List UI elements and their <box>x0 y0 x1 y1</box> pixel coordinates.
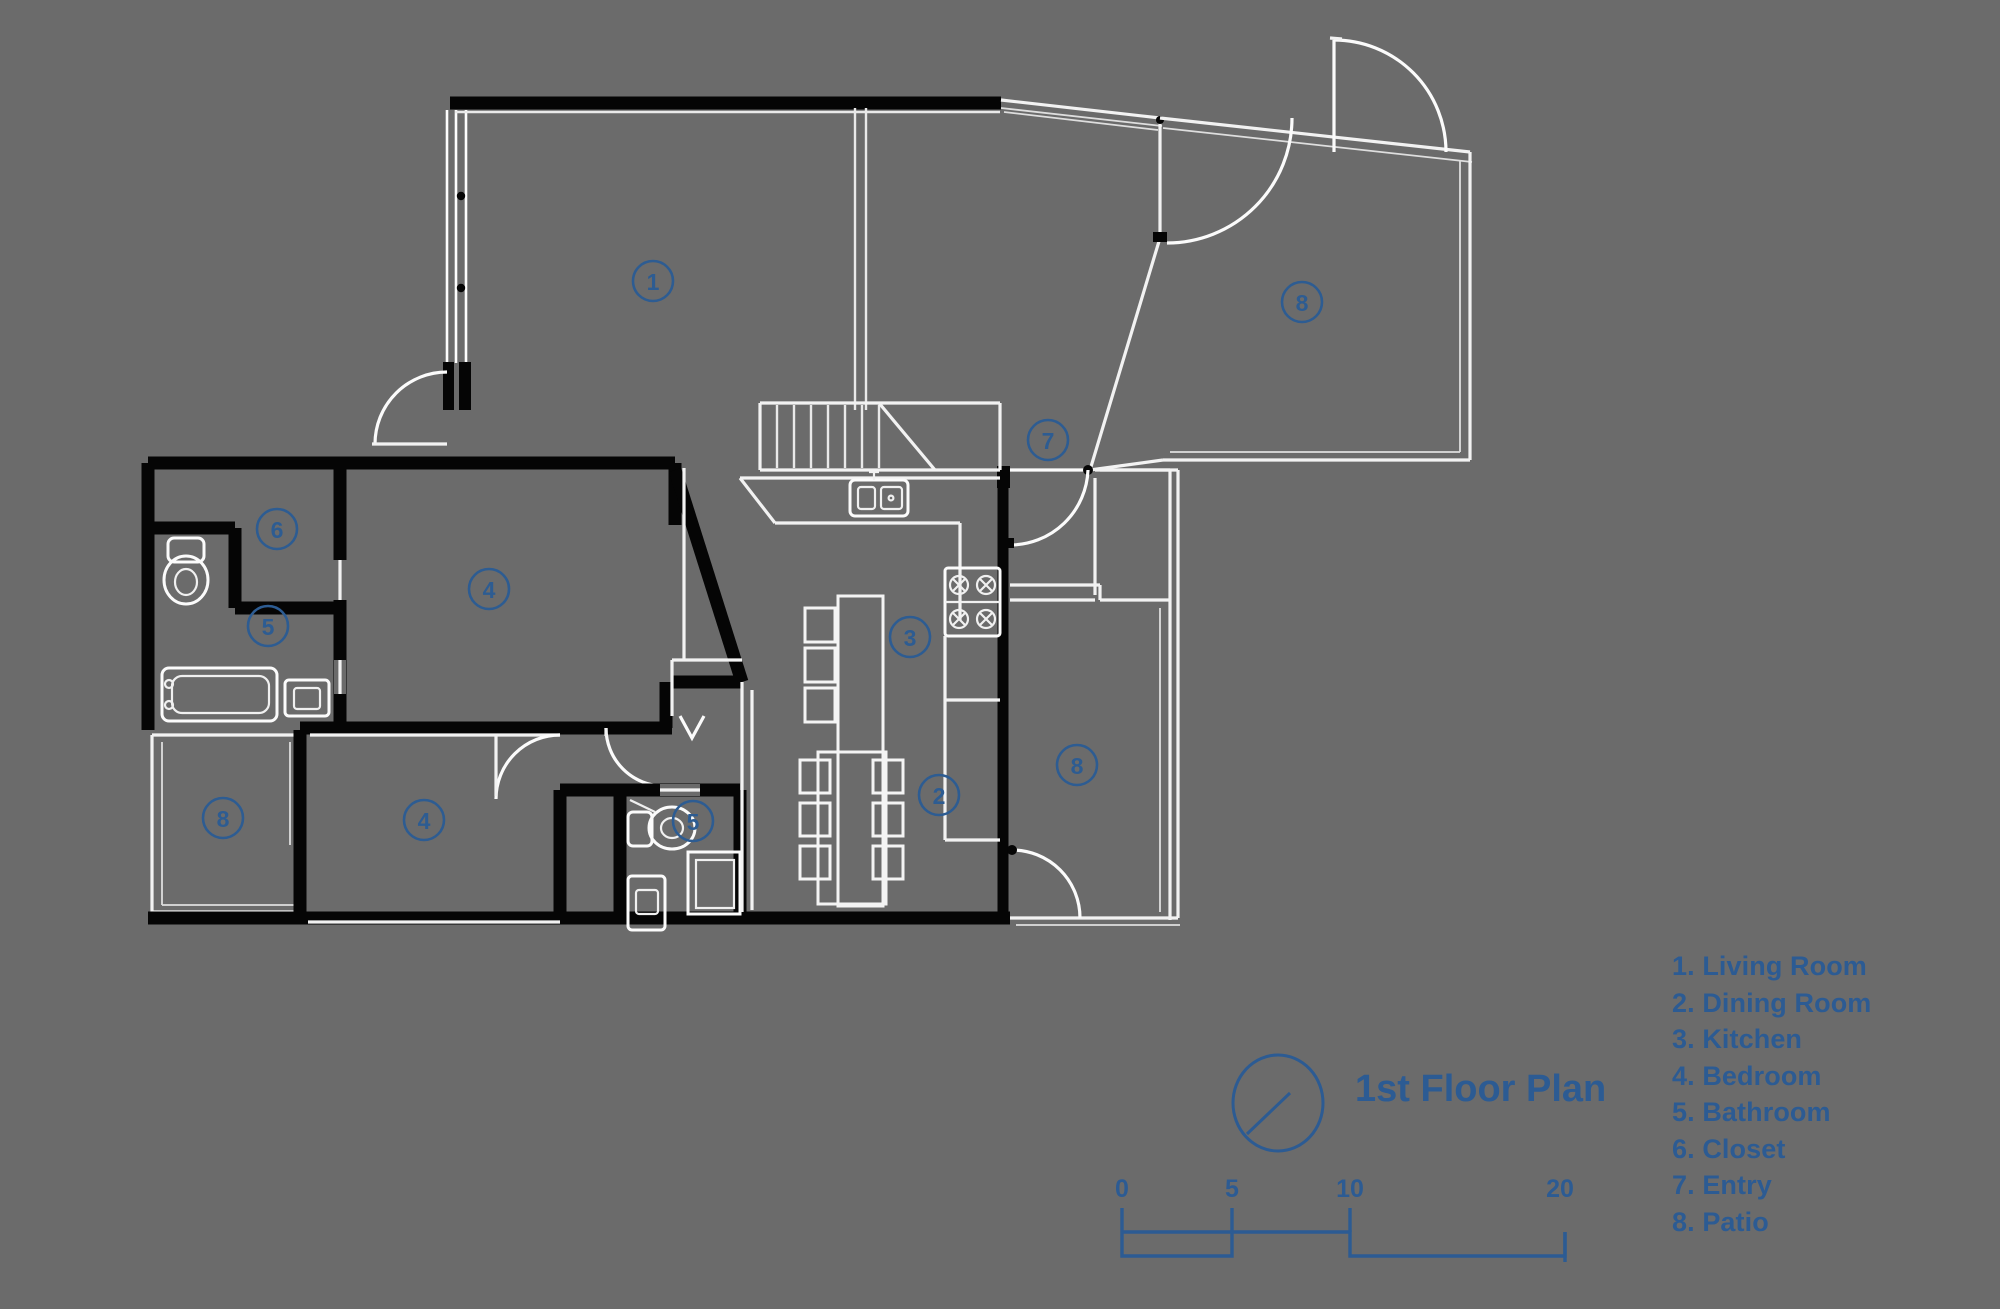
north-arrow <box>1231 1053 1325 1153</box>
room-marker-entry: 7 <box>1026 418 1070 462</box>
room-marker-number: 2 <box>933 783 946 809</box>
room-marker-circle <box>1055 743 1099 787</box>
staircase <box>738 401 1002 620</box>
bedroom-upper-walls <box>141 456 749 735</box>
room-marker-circle <box>255 507 299 551</box>
room-marker-number: 4 <box>483 577 496 603</box>
room-marker-kitchen: 3 <box>888 615 932 659</box>
room-marker-circle <box>631 259 675 303</box>
legend-item-7: 7. Entry <box>1672 1170 1772 1200</box>
scale-tick-10: 10 <box>1336 1175 1364 1203</box>
legend-item-3: 3. Kitchen <box>1672 1024 1803 1054</box>
room-marker-circle <box>402 798 446 842</box>
room-marker-number: 8 <box>217 806 230 832</box>
room-marker-closet: 6 <box>255 507 299 551</box>
room-marker-patio-lower-left: 8 <box>201 796 245 840</box>
scale-bar <box>1120 1208 1567 1262</box>
bedroom-lower-walls <box>293 730 620 925</box>
legend-item-5: 5. Bathroom <box>1672 1097 1831 1127</box>
dining-table-set <box>798 750 905 906</box>
closet-fixtures <box>148 521 340 615</box>
room-marker-number: 6 <box>271 517 284 543</box>
room-marker-number: 8 <box>1296 290 1309 316</box>
room-marker-circle <box>671 799 715 843</box>
entry-area <box>997 465 1093 912</box>
dining-kitchen-perimeter <box>740 682 1010 925</box>
scale-tick-0: 0 <box>1115 1175 1129 1203</box>
patio-right <box>1007 468 1180 926</box>
kitchen-fixtures <box>803 470 1002 908</box>
living-room-walls <box>443 96 1163 410</box>
bathroom-lower <box>553 783 747 932</box>
room-marker-number: 3 <box>904 625 917 651</box>
room-marker-circle <box>467 567 511 611</box>
room-legend: 1. Living Room 2. Dining Room 3. Kitchen… <box>1672 948 1871 1240</box>
room-marker-patio-right: 8 <box>1055 743 1099 787</box>
room-marker-number: 5 <box>262 614 275 640</box>
room-marker-bedroom-upper: 4 <box>467 567 511 611</box>
legend-item-2: 2. Dining Room <box>1672 987 1872 1018</box>
page-title: 1st Floor Plan <box>1355 1068 1607 1110</box>
room-marker-living-room: 1 <box>631 259 675 303</box>
room-marker-number: 5 <box>687 809 700 835</box>
room-marker-number: 7 <box>1042 428 1055 454</box>
room-marker-patio-upper-right: 8 <box>1280 280 1324 324</box>
room-marker-circle <box>1026 418 1070 462</box>
legend-item-6: 6. Closet <box>1672 1133 1786 1164</box>
room-marker-circle <box>201 796 245 840</box>
room-marker-dining-room: 2 <box>917 773 961 817</box>
room-marker-number: 4 <box>418 808 431 834</box>
room-marker-circle <box>888 615 932 659</box>
room-marker-circle <box>917 773 961 817</box>
room-marker-bedroom-lower: 4 <box>402 798 446 842</box>
door-swing-living-hall <box>372 370 448 446</box>
scale-tick-20: 20 <box>1546 1175 1574 1203</box>
bathroom-left-fixtures <box>160 660 346 723</box>
legend-item-4: 4. Bedroom <box>1672 1060 1822 1091</box>
scale-tick-5: 5 <box>1225 1175 1239 1203</box>
room-marker-bathroom-lower: 5 <box>671 799 715 843</box>
room-number-markers: 1 8 7 6 4 3 5 8 2 4 8 5 <box>201 259 1324 843</box>
scale-bar-labels: 0 5 10 20 <box>1115 1175 1574 1203</box>
patio-upper-right <box>1088 36 1473 472</box>
legend-item-8: 8. Patio <box>1672 1206 1769 1237</box>
room-marker-circle <box>246 604 290 648</box>
room-marker-circle <box>1280 280 1324 324</box>
room-marker-number: 1 <box>647 269 660 295</box>
legend-item-1: 1. Living Room <box>1672 951 1867 981</box>
room-marker-number: 8 <box>1071 753 1084 779</box>
room-marker-bathroom-left: 5 <box>246 604 290 648</box>
